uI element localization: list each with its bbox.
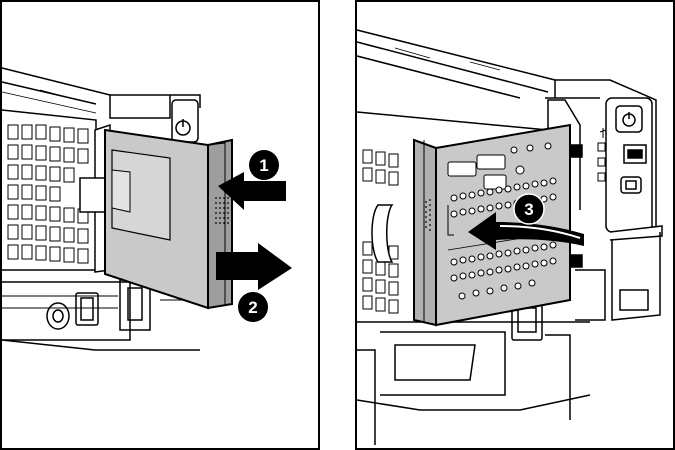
usb-port <box>623 144 647 164</box>
drive-handle-left <box>75 292 99 326</box>
vent-dots-module <box>215 197 229 224</box>
led-map <box>447 142 561 300</box>
drive-latch-left <box>46 302 70 330</box>
panel-left: 1 2 <box>0 0 320 450</box>
led-icon <box>597 142 606 182</box>
usb-icon <box>599 128 607 138</box>
callout-3: 3 <box>513 193 545 225</box>
uid-icon <box>620 176 642 194</box>
arrow-rotate-curved <box>468 212 584 250</box>
arrow-pull-right <box>216 243 292 290</box>
arrow-push-left <box>218 172 286 210</box>
vent-dots-installed <box>425 199 431 231</box>
vent-grid-left <box>7 124 89 264</box>
power-icon <box>622 112 636 127</box>
callout-2: 2 <box>238 292 268 322</box>
arrow-rotate-highlight <box>499 225 581 239</box>
power-icon <box>175 119 191 136</box>
led-row-lower <box>450 241 557 300</box>
systems-insight-module <box>104 128 233 310</box>
panel-right: 3 <box>355 0 675 450</box>
callout-1: 1 <box>249 150 279 180</box>
svg-text:2: 2 <box>248 298 257 317</box>
svg-text:1: 1 <box>259 156 268 175</box>
label-tab <box>619 289 649 311</box>
svg-text:3: 3 <box>524 200 533 219</box>
server-chassis-right <box>356 29 663 445</box>
server-chassis-left <box>1 67 201 351</box>
